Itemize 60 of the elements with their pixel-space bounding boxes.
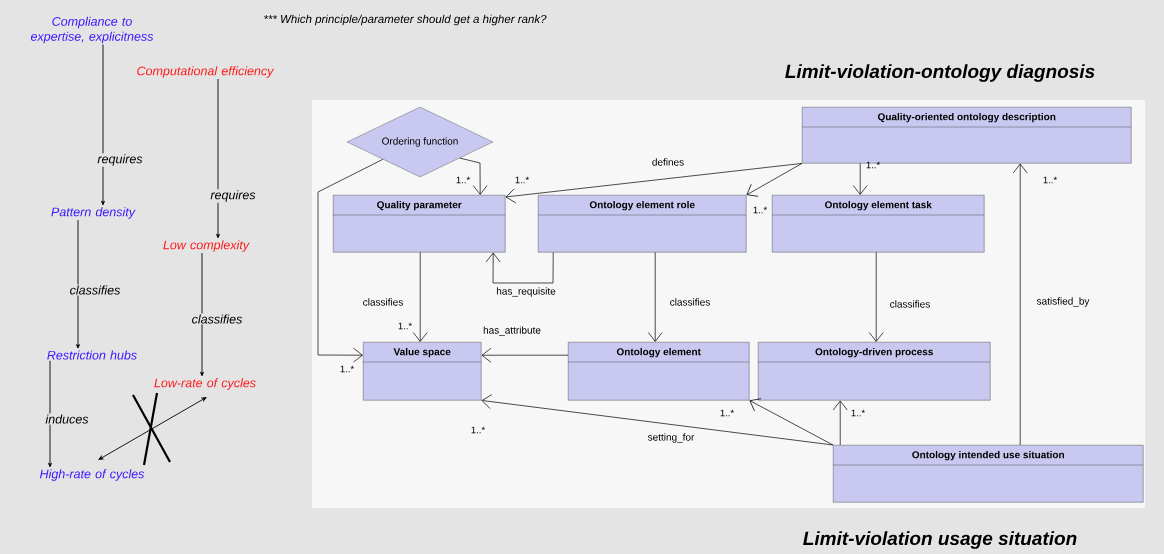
- edge-label: has_requisite: [495, 286, 557, 298]
- class-box: Ontology element: [567, 342, 750, 401]
- class-box: Quality parameter: [332, 195, 506, 253]
- multiplicity-label: 1..*: [398, 322, 412, 330]
- multiplicity-label: 1..*: [1043, 176, 1057, 184]
- edge-label: defines: [650, 157, 686, 167]
- multiplicity-label: 1..*: [753, 206, 767, 214]
- multiplicity-label: 1..*: [720, 409, 734, 417]
- arrow: [101, 44, 105, 206]
- arrow: [647, 252, 663, 342]
- concept-text: Compliance to expertise, explicitness: [30, 16, 154, 44]
- multiplicity-label: 1..*: [851, 409, 865, 417]
- arrow: [98, 397, 207, 460]
- multiplicity-label: 1..*: [340, 365, 354, 373]
- class-box: Ontology element task: [771, 195, 985, 253]
- arrow: [746, 163, 803, 197]
- class-box: Ontology-driven process: [757, 342, 991, 401]
- class-box: Ontology intended use situation: [832, 445, 1144, 503]
- arrow: [505, 163, 803, 204]
- arrow: [481, 394, 834, 446]
- arrow: [216, 78, 220, 239]
- heading: Limit-violation-ontology diagnosis: [785, 64, 1095, 82]
- arrow: [868, 252, 884, 342]
- arrow: [459, 157, 488, 195]
- edge-label: setting_for: [646, 432, 696, 444]
- edge-label: requires: [209, 189, 257, 203]
- arrow: [48, 360, 52, 468]
- heading: Limit-violation usage situation: [803, 531, 1077, 549]
- class-box: Value space: [362, 342, 482, 401]
- arrow: [485, 252, 554, 284]
- edge-label: classifies: [361, 297, 405, 307]
- edge-label: induces: [44, 413, 90, 425]
- edge-label: classifies: [668, 297, 712, 307]
- arrow: [852, 163, 868, 195]
- concept-text: Computational efficiency: [137, 66, 275, 78]
- edge-label: classifies: [888, 299, 932, 309]
- arrow: [76, 219, 80, 349]
- edge-label: classifies: [68, 284, 122, 296]
- concept-text: High-rate of cycles: [39, 469, 145, 481]
- concept-text: Low complexity: [163, 240, 250, 252]
- arrow: [200, 252, 204, 377]
- concept-text: Restriction hubs: [47, 350, 137, 360]
- note-text: *** Which principle/parameter should get a higher rank?: [264, 14, 547, 26]
- edge-label: has_attribute: [482, 325, 542, 337]
- multiplicity-label: 1..*: [866, 161, 880, 169]
- class-box: Ontology element role: [537, 195, 747, 253]
- arrow: [1012, 163, 1028, 446]
- arrow: [481, 347, 569, 363]
- multiplicity-label: 1..*: [471, 426, 485, 434]
- multiplicity-label: 1..*: [456, 176, 470, 184]
- edge-label: classifies: [190, 313, 244, 325]
- arrow: [749, 398, 834, 446]
- edge-label: requires: [96, 153, 144, 167]
- concept-text: Low-rate of cycles: [154, 378, 256, 390]
- arrow: [317, 159, 384, 363]
- multiplicity-label: 1..*: [515, 176, 529, 184]
- concept-text: Pattern density: [51, 207, 136, 219]
- edge-label: satisfied_by: [1035, 296, 1091, 308]
- arrow: [412, 252, 428, 342]
- arrow: [832, 400, 848, 446]
